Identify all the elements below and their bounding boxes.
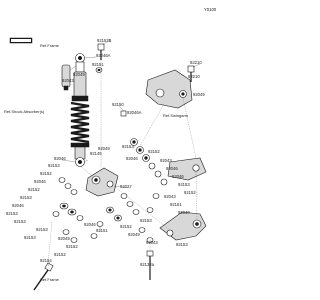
lower-long-bolt — [33, 262, 54, 291]
callout-label: 92046 — [84, 222, 96, 227]
callout-label: 92151 — [96, 228, 108, 233]
upper-link — [167, 157, 207, 181]
callout-label: 92049 — [178, 210, 190, 215]
callout-label: 92154 — [40, 258, 52, 263]
callout-label: 92161 — [170, 202, 182, 207]
callout-label: 92043 — [146, 240, 158, 245]
kawasaki-logo — [9, 37, 33, 44]
upper-mount-bolt — [97, 43, 105, 60]
callout-label: 92132a — [140, 262, 155, 267]
rocker-arm — [85, 167, 119, 197]
callout-label: 92153 — [178, 182, 190, 187]
bracket-bolt — [120, 110, 127, 117]
callout-label: 92046A — [96, 53, 111, 58]
callout-label: 92153 — [176, 242, 188, 247]
callout-label: 92152 — [40, 171, 52, 176]
callout-label: 92153 — [140, 218, 152, 223]
header-code: Y0100 — [204, 7, 217, 12]
ref-frame-top: Ref.Frame — [40, 43, 60, 48]
callout-label: 92153 — [48, 163, 60, 168]
shock-absorber — [61, 53, 90, 167]
callout-label: 92049 — [128, 232, 140, 237]
callout-label: 92152 — [148, 149, 160, 154]
callout-label: 92046 — [54, 156, 66, 161]
callout-label: 92049 — [73, 72, 85, 77]
callout-label: 92046 — [172, 174, 184, 179]
callout-label: 92150 — [112, 102, 124, 107]
callout-label: 92153 — [14, 219, 26, 224]
parts-diagram: Y0100 Ref.Frame Ref.Shock Absorber(s) Re… — [4, 7, 217, 291]
callout-label: 92145 — [90, 151, 102, 156]
callout-label: 92049 — [98, 146, 110, 151]
ref-frame-bottom: Ref.Frame — [40, 277, 60, 282]
ref-shock-absorber: Ref.Shock Absorber(s) — [4, 109, 45, 114]
callout-label: 92153 — [6, 211, 18, 216]
callout-label: 92046 — [34, 179, 46, 184]
callout-label: 92210 — [188, 74, 200, 79]
callout-label: 92046 — [126, 156, 138, 161]
callout-label: 92049 — [193, 92, 205, 97]
upper-collar — [95, 67, 103, 73]
callout-label: 92153 — [36, 227, 48, 232]
exploded-view: Y0100 Ref.Frame Ref.Shock Absorber(s) Re… — [4, 7, 217, 291]
callout-label: 92046 — [166, 166, 178, 171]
callout-label: 92152 — [28, 187, 40, 192]
bearing-set-center — [96, 193, 160, 227]
callout-label: 92152 — [120, 224, 132, 229]
callout-label: 92153 — [122, 144, 134, 149]
swingarm-bolt — [187, 65, 195, 82]
callout-label: 92027 — [120, 184, 132, 189]
ref-swingarm: Ref.Swingarm — [163, 113, 189, 118]
callout-label: 92046A — [127, 110, 142, 115]
reservoir — [61, 64, 71, 88]
swingarm-bracket — [145, 69, 193, 109]
callout-label: 92151 — [92, 62, 104, 67]
callout-label: 92153 — [20, 195, 32, 200]
tie-rod — [159, 211, 207, 241]
callout-label: 92043 — [160, 158, 172, 163]
callout-label: 92046 — [12, 203, 24, 208]
coil-spring — [70, 101, 90, 144]
bearing-set-left — [52, 177, 84, 221]
callout-label: 92152 — [54, 252, 66, 257]
callout-label: 92043 — [62, 78, 74, 83]
callout-label: 92043 — [164, 194, 176, 199]
callout-label: 92152 — [184, 190, 196, 195]
callout-label: 92153 — [24, 235, 36, 240]
callout-label: 92153B — [97, 38, 112, 43]
callout-label: 92152 — [66, 244, 78, 249]
callout-label: 92210 — [190, 60, 202, 65]
callout-label: 92049 — [58, 236, 70, 241]
bearing-set-upper — [130, 138, 168, 186]
